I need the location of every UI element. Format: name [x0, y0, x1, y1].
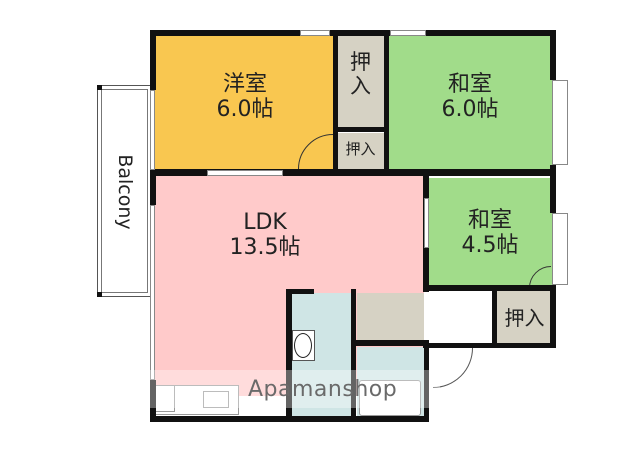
wall [150, 416, 429, 422]
room-japanese-small [427, 178, 553, 287]
wall [424, 340, 429, 422]
wall [550, 285, 556, 348]
room-name: 洋室 [222, 72, 267, 97]
room-ldk-label: LDK 13.5帖 [229, 210, 301, 261]
wall [150, 170, 156, 205]
wall [150, 30, 156, 90]
window [150, 90, 155, 170]
wall [150, 380, 156, 422]
kitchen-counter [155, 385, 239, 415]
storage [357, 293, 424, 343]
window [424, 198, 429, 248]
balcony-label: Balcony [114, 154, 136, 230]
room-japanese-large [388, 35, 553, 171]
window [552, 213, 568, 285]
wall [150, 30, 556, 36]
window [390, 30, 426, 36]
watermark: Apamanshop [248, 377, 398, 402]
hallway [431, 291, 493, 345]
window [300, 30, 330, 36]
closet-right [496, 291, 553, 345]
room-japanese-large-label: 和室 6.0帖 [441, 72, 499, 123]
wall [286, 289, 314, 294]
window [207, 170, 283, 176]
toilet-bowl [294, 333, 312, 358]
wall [351, 340, 427, 346]
closet-small-label: 押入 [345, 140, 376, 158]
wall [492, 288, 497, 348]
kitchen-sink [203, 391, 229, 408]
room-size: 6.0帖 [216, 97, 274, 123]
balcony: Balcony [97, 85, 152, 297]
closet-tall [337, 35, 384, 127]
room-western-label: 洋室 6.0帖 [185, 72, 305, 123]
window [552, 80, 568, 165]
window [150, 205, 155, 380]
wall [423, 343, 556, 348]
wall [550, 30, 556, 80]
wall [150, 169, 556, 176]
closet-small [337, 133, 384, 169]
room-japanese-small-label: 和室 4.5帖 [461, 208, 519, 259]
wall [423, 285, 556, 291]
watermark-band [150, 370, 440, 408]
wall [550, 165, 556, 213]
wall [351, 289, 356, 422]
bathtub [359, 380, 421, 416]
wall [384, 30, 389, 172]
closet-right-label: 押入 [504, 306, 545, 330]
wall [286, 289, 292, 422]
wall [333, 30, 338, 172]
wall [333, 127, 389, 132]
closet-tall-label: 押 入 [350, 50, 371, 99]
